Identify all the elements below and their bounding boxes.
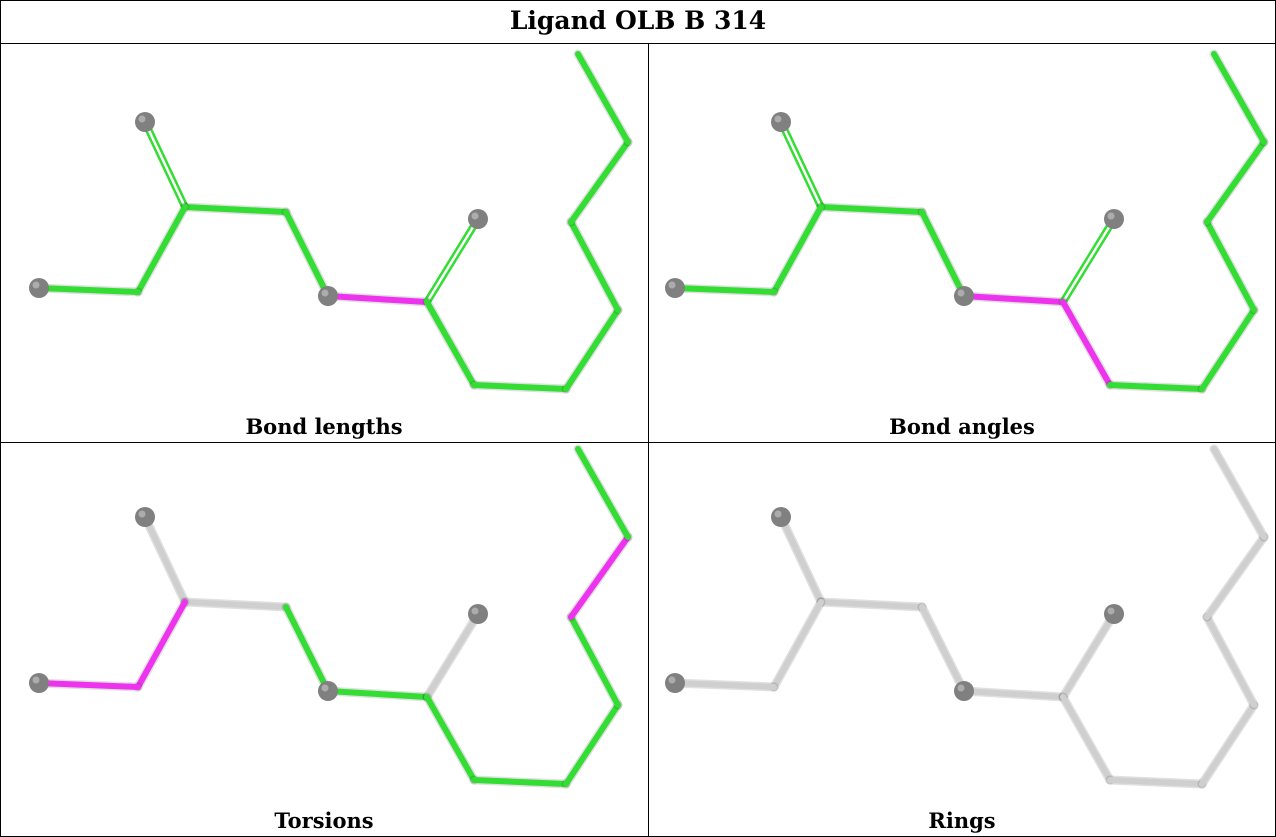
bond-H-I bbox=[561, 700, 623, 789]
bond-E-G bbox=[1058, 692, 1115, 785]
bond-E-F bbox=[423, 216, 482, 305]
bond-G-H bbox=[1105, 775, 1207, 789]
panel-torsions bbox=[29, 444, 633, 789]
title-divider bbox=[0, 43, 1276, 44]
bond-I-J bbox=[1202, 612, 1259, 710]
bond-J-K bbox=[566, 532, 633, 622]
atom-A bbox=[135, 112, 155, 132]
caption-bond-angles: Bond angles bbox=[889, 414, 1035, 439]
figure-title: Ligand OLB B 314 bbox=[509, 6, 767, 35]
caption-rings: Rings bbox=[928, 808, 996, 833]
bond-A-B bbox=[140, 512, 190, 607]
bond-H-I bbox=[1197, 305, 1259, 394]
atom-F bbox=[468, 209, 488, 229]
bond-B-M bbox=[769, 202, 826, 297]
atom-F bbox=[1104, 209, 1124, 229]
column-divider bbox=[648, 43, 649, 837]
bond-C-D bbox=[917, 207, 969, 301]
atom-N bbox=[665, 673, 685, 693]
bond-E-F bbox=[422, 609, 483, 702]
atom-N bbox=[665, 278, 685, 298]
bond-K-L bbox=[1209, 49, 1269, 147]
panel-rings bbox=[665, 444, 1269, 789]
bond-M-N bbox=[34, 678, 143, 692]
bond-M-N bbox=[670, 283, 779, 297]
bond-J-K bbox=[1202, 137, 1269, 227]
panel-bond-angles bbox=[665, 49, 1269, 394]
bond-M-N bbox=[670, 678, 779, 692]
bond-D-E bbox=[959, 291, 1068, 307]
bond-K-L bbox=[573, 444, 633, 542]
caption-bond-lengths: Bond lengths bbox=[245, 414, 403, 439]
bond-I-J bbox=[566, 217, 623, 315]
bond-C-D bbox=[281, 207, 333, 301]
bond-J-K bbox=[1202, 532, 1269, 622]
bond-B-C bbox=[180, 202, 291, 217]
row-divider bbox=[0, 442, 1276, 443]
bond-H-I bbox=[1197, 700, 1259, 789]
atom-D bbox=[318, 681, 338, 701]
border-left bbox=[0, 0, 1, 837]
bond-J-K bbox=[566, 137, 633, 227]
bond-D-E bbox=[323, 291, 432, 307]
bond-D-E bbox=[959, 686, 1068, 702]
atom-D bbox=[318, 286, 338, 306]
border-top bbox=[0, 0, 1276, 1]
bond-C-D bbox=[281, 602, 333, 696]
bond-I-J bbox=[1202, 217, 1259, 315]
bond-G-H bbox=[469, 775, 571, 789]
atom-N bbox=[29, 673, 49, 693]
atom-A bbox=[771, 507, 791, 527]
bond-D-E bbox=[323, 686, 432, 702]
bond-K-L bbox=[1209, 444, 1269, 542]
bond-C-D bbox=[917, 602, 969, 696]
bond-B-C bbox=[180, 597, 291, 612]
caption-torsions: Torsions bbox=[274, 808, 374, 833]
bond-A-B bbox=[141, 119, 189, 210]
bond-E-G bbox=[422, 692, 479, 785]
bond-E-F bbox=[1058, 609, 1119, 702]
bond-A-B bbox=[776, 512, 826, 607]
bond-G-H bbox=[469, 380, 571, 394]
bond-B-C bbox=[816, 202, 927, 217]
atom-F bbox=[468, 604, 488, 624]
atom-A bbox=[771, 112, 791, 132]
atom-D bbox=[954, 681, 974, 701]
bond-E-F bbox=[1059, 216, 1118, 305]
atom-D bbox=[954, 286, 974, 306]
bond-I-J bbox=[566, 612, 623, 710]
bond-H-I bbox=[561, 305, 623, 394]
bond-A-B bbox=[777, 119, 825, 210]
bond-B-M bbox=[133, 597, 190, 692]
bond-G-H bbox=[1105, 380, 1207, 394]
atom-A bbox=[135, 507, 155, 527]
bond-E-G bbox=[422, 297, 479, 390]
panel-bond-lengths bbox=[29, 49, 633, 394]
atom-N bbox=[29, 278, 49, 298]
bond-E-G bbox=[1058, 297, 1115, 390]
bond-B-M bbox=[769, 597, 826, 692]
bond-B-M bbox=[133, 202, 190, 297]
bond-M-N bbox=[34, 283, 143, 297]
bond-K-L bbox=[573, 49, 633, 147]
atom-F bbox=[1104, 604, 1124, 624]
bond-B-C bbox=[816, 597, 927, 612]
